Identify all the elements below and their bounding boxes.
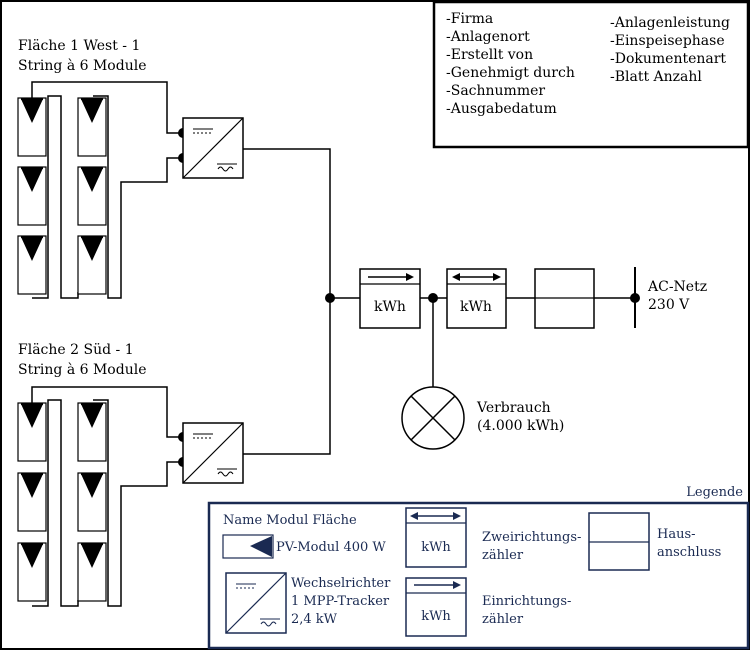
area2-label-line2: String à 6 Module [18, 361, 146, 378]
pv-module-icon [77, 472, 107, 532]
legend-meter-unit: kWh [421, 540, 451, 555]
pv-module-icon [17, 97, 47, 157]
pv-module-icon [77, 402, 107, 462]
inverter-2-icon [182, 422, 244, 484]
title-field-genehmigt: -Genehmigt durch [446, 65, 575, 81]
legend-pv-module-icon [222, 534, 274, 559]
title-field-anlagenleistung: -Anlagenleistung [610, 15, 730, 31]
title-field-dokumentenart: -Dokumentenart [610, 51, 726, 67]
pv-module-icon [77, 235, 107, 295]
grid-label-line1: AC-Netz [647, 279, 707, 295]
legend-house-label-line2: anschluss [657, 545, 721, 560]
area1-modules [17, 97, 107, 295]
pv-module-icon [17, 472, 47, 532]
legend-unidirectional-label-line1: Einrichtungs- [482, 594, 571, 609]
junction-dot [325, 293, 335, 303]
title-field-anlagenort: -Anlagenort [446, 29, 530, 45]
area1-string [31, 81, 183, 299]
pv-module-icon [77, 166, 107, 226]
legend-unidirectional-meter-icon: kWh [405, 577, 467, 637]
area2-label-line1: Fläche 2 Süd - 1 [18, 342, 134, 358]
legend-pv-module-label: PV-Modul 400 W [276, 540, 386, 555]
title-field-sachnummer: -Sachnummer [446, 83, 545, 99]
consumption-label-line1: Verbrauch [476, 400, 551, 416]
pv-module-icon [17, 542, 47, 602]
pv-module-icon [77, 542, 107, 602]
title-field-firma: -Firma [446, 11, 493, 27]
area2-modules [17, 402, 107, 602]
legend-inverter-label-line3: 2,4 kW [291, 612, 338, 627]
legend-bidirectional-meter-icon: kWh [405, 507, 467, 568]
legend-unidirectional-label-line2: zähler [482, 612, 524, 627]
title-field-ausgabedatum: -Ausgabedatum [446, 101, 557, 117]
legend: Name Modul Fläche PV-Modul 400 W kWh Zwe… [207, 501, 750, 650]
unidirectional-meter: kWh [359, 268, 421, 329]
grid-label-line2: 230 V [648, 297, 690, 313]
bidirectional-meter: kWh [446, 268, 507, 329]
title-field-einspeisephase: -Einspeisephase [610, 33, 725, 49]
consumption-label-line2: (4.000 kWh) [477, 418, 564, 434]
area1-label-line1: Fläche 1 West - 1 [18, 38, 140, 54]
meter-unit: kWh [460, 299, 492, 315]
pv-module-icon [17, 166, 47, 226]
title-field-erstellt: -Erstellt von [446, 47, 533, 63]
title-field-blatt-anzahl: -Blatt Anzahl [610, 69, 702, 85]
pv-module-icon [17, 235, 47, 295]
meter-unit: kWh [374, 299, 406, 315]
junction-dot [428, 293, 438, 303]
legend-bidirectional-label-line2: zähler [482, 548, 524, 563]
legend-inverter-label-line2: 1 MPP-Tracker [291, 594, 390, 609]
legend-module-area-name: Name Modul Fläche [223, 513, 357, 528]
area1-label-line2: String à 6 Module [18, 57, 146, 74]
pv-module-icon [17, 402, 47, 462]
house-connection [534, 268, 595, 329]
legend-house-label-line1: Haus- [657, 527, 696, 542]
inverter-1-icon [182, 117, 244, 179]
legend-meter-unit: kWh [421, 609, 451, 624]
title-block: -Firma -Anlagenort -Erstellt von -Genehm… [432, 0, 750, 149]
consumption-lamp-icon [401, 386, 465, 450]
legend-house-connection-icon [588, 512, 650, 571]
legend-bidirectional-label-line1: Zweirichtungs- [482, 530, 581, 545]
area2-string [31, 386, 183, 607]
legend-inverter-icon [225, 572, 287, 634]
pv-module-icon [77, 97, 107, 157]
legend-inverter-label-line1: Wechselrichter [291, 576, 391, 591]
legend-title: Legende [686, 485, 743, 500]
